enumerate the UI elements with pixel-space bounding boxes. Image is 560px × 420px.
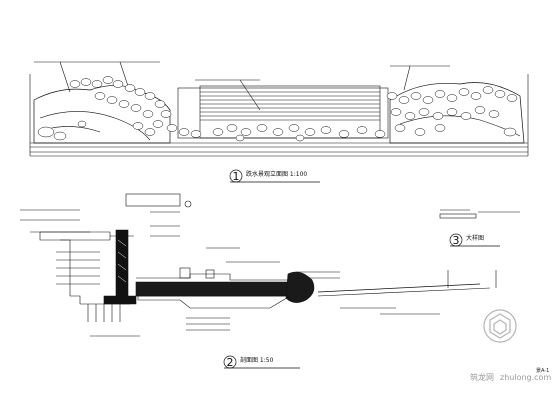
view3-caption: 大样图: [466, 234, 484, 242]
watermark-url: zhulong.com: [500, 373, 551, 382]
section-view: [20, 193, 497, 337]
watermark: 筑龙网 zhulong.com: [470, 309, 551, 382]
rock-cluster-center: [166, 124, 386, 142]
rock-cluster-left: [37, 76, 172, 141]
sheet-tag: 景A-1: [536, 367, 549, 374]
watermark-logo-text: 筑龙网: [470, 372, 494, 382]
view1-title: 1 跌水景观立面图 1:100: [229, 169, 320, 183]
watermark-logo-icon: [483, 309, 517, 343]
view1-caption: 跌水景观立面图 1:100: [246, 170, 307, 178]
detail-view: [439, 209, 520, 219]
view1-number: 1: [233, 170, 240, 183]
view3-title: 3 大样图: [449, 233, 500, 247]
view2-caption: 剖面图 1:50: [240, 356, 274, 364]
wall-rock-texture: [117, 239, 127, 283]
view2-number: 2: [227, 356, 234, 369]
view2-title: 2 剖面图 1:50: [223, 355, 300, 369]
rock-cluster-right: [386, 86, 518, 137]
view3-number: 3: [453, 234, 460, 247]
